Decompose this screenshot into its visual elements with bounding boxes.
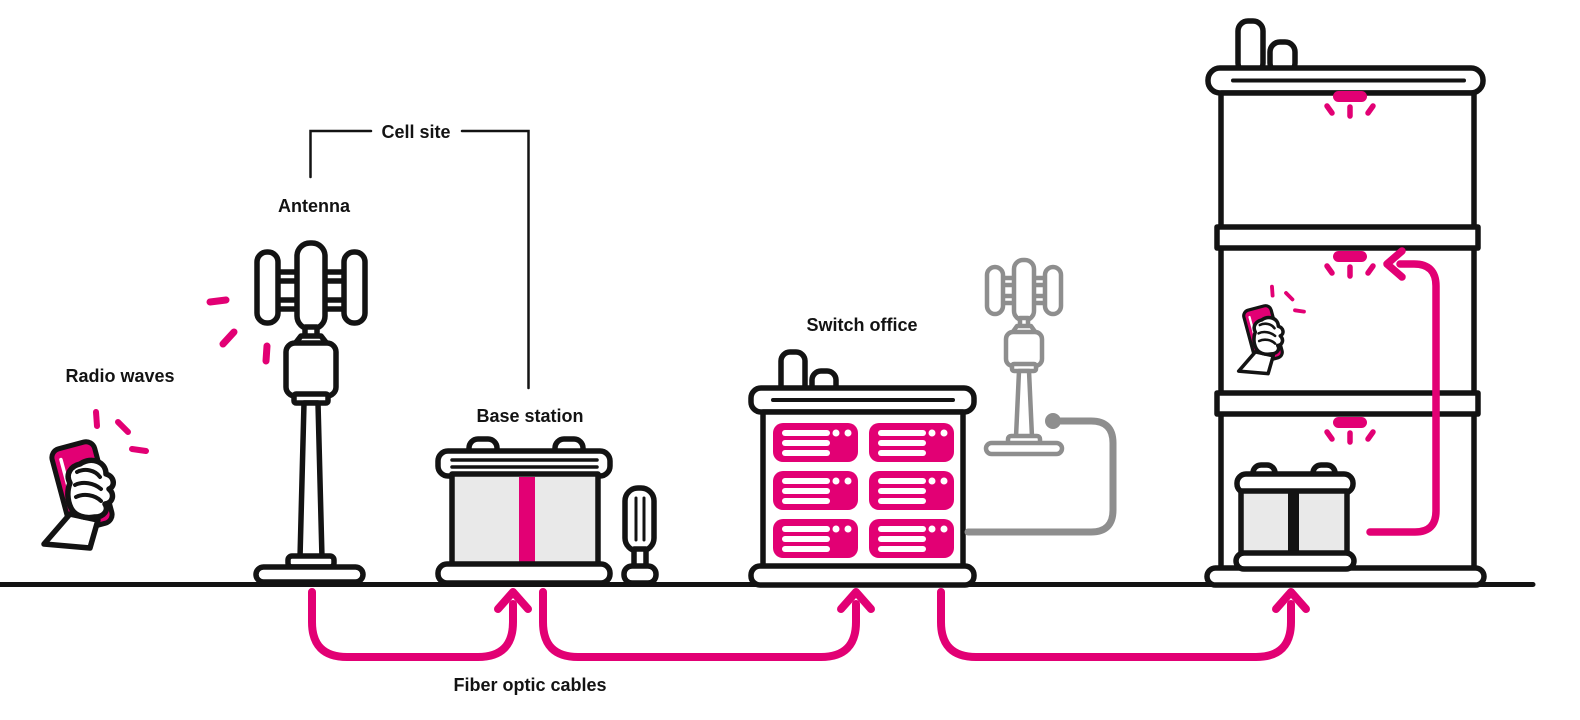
server-module [773, 519, 858, 558]
fiber-cable-segment-3 [937, 588, 1295, 661]
fiber-optic-cables-label: Fiber optic cables [453, 675, 606, 695]
cell-site-bracket [309, 129, 530, 390]
maintenance-tool-icon [621, 485, 659, 586]
floor-divider-2 [1214, 390, 1481, 417]
server-module [869, 423, 954, 462]
indoor-base-station-icon [1233, 462, 1357, 572]
cell-site-label: Cell site [381, 122, 450, 142]
antenna-tower-icon [253, 240, 368, 585]
building-chimney-tall [1235, 18, 1266, 76]
fiber-arrowhead-building [1272, 588, 1310, 613]
user-phone-hand-icon [44, 412, 146, 548]
cable-connector-dot [1045, 413, 1061, 429]
radio-wave-dashes [206, 296, 271, 365]
switch-office-cabinet-icon [748, 349, 977, 588]
switch-office-label: Switch office [806, 315, 917, 335]
antenna-feed-cable [964, 417, 1117, 536]
floor-divider-1 [1214, 224, 1481, 251]
antenna-label: Antenna [278, 196, 351, 216]
small-antenna-gray-icon [983, 257, 1065, 457]
radio-waves-label: Radio waves [65, 366, 174, 386]
building [1204, 18, 1487, 588]
fiber-arrowhead-switch-office [837, 588, 875, 613]
server-module [773, 471, 858, 510]
fiber-cable-segment-2 [539, 588, 860, 661]
server-module [773, 423, 858, 462]
fiber-arrowhead-base-station [494, 588, 532, 613]
base-station-label: Base station [476, 406, 583, 426]
base-station-cabinet-icon [435, 436, 613, 586]
fiber-optic-cables [308, 588, 1310, 661]
fiber-cable-segment-1 [308, 588, 517, 661]
server-module [869, 519, 954, 558]
server-module [869, 471, 954, 510]
in-building-signal-arrow [1366, 247, 1440, 536]
